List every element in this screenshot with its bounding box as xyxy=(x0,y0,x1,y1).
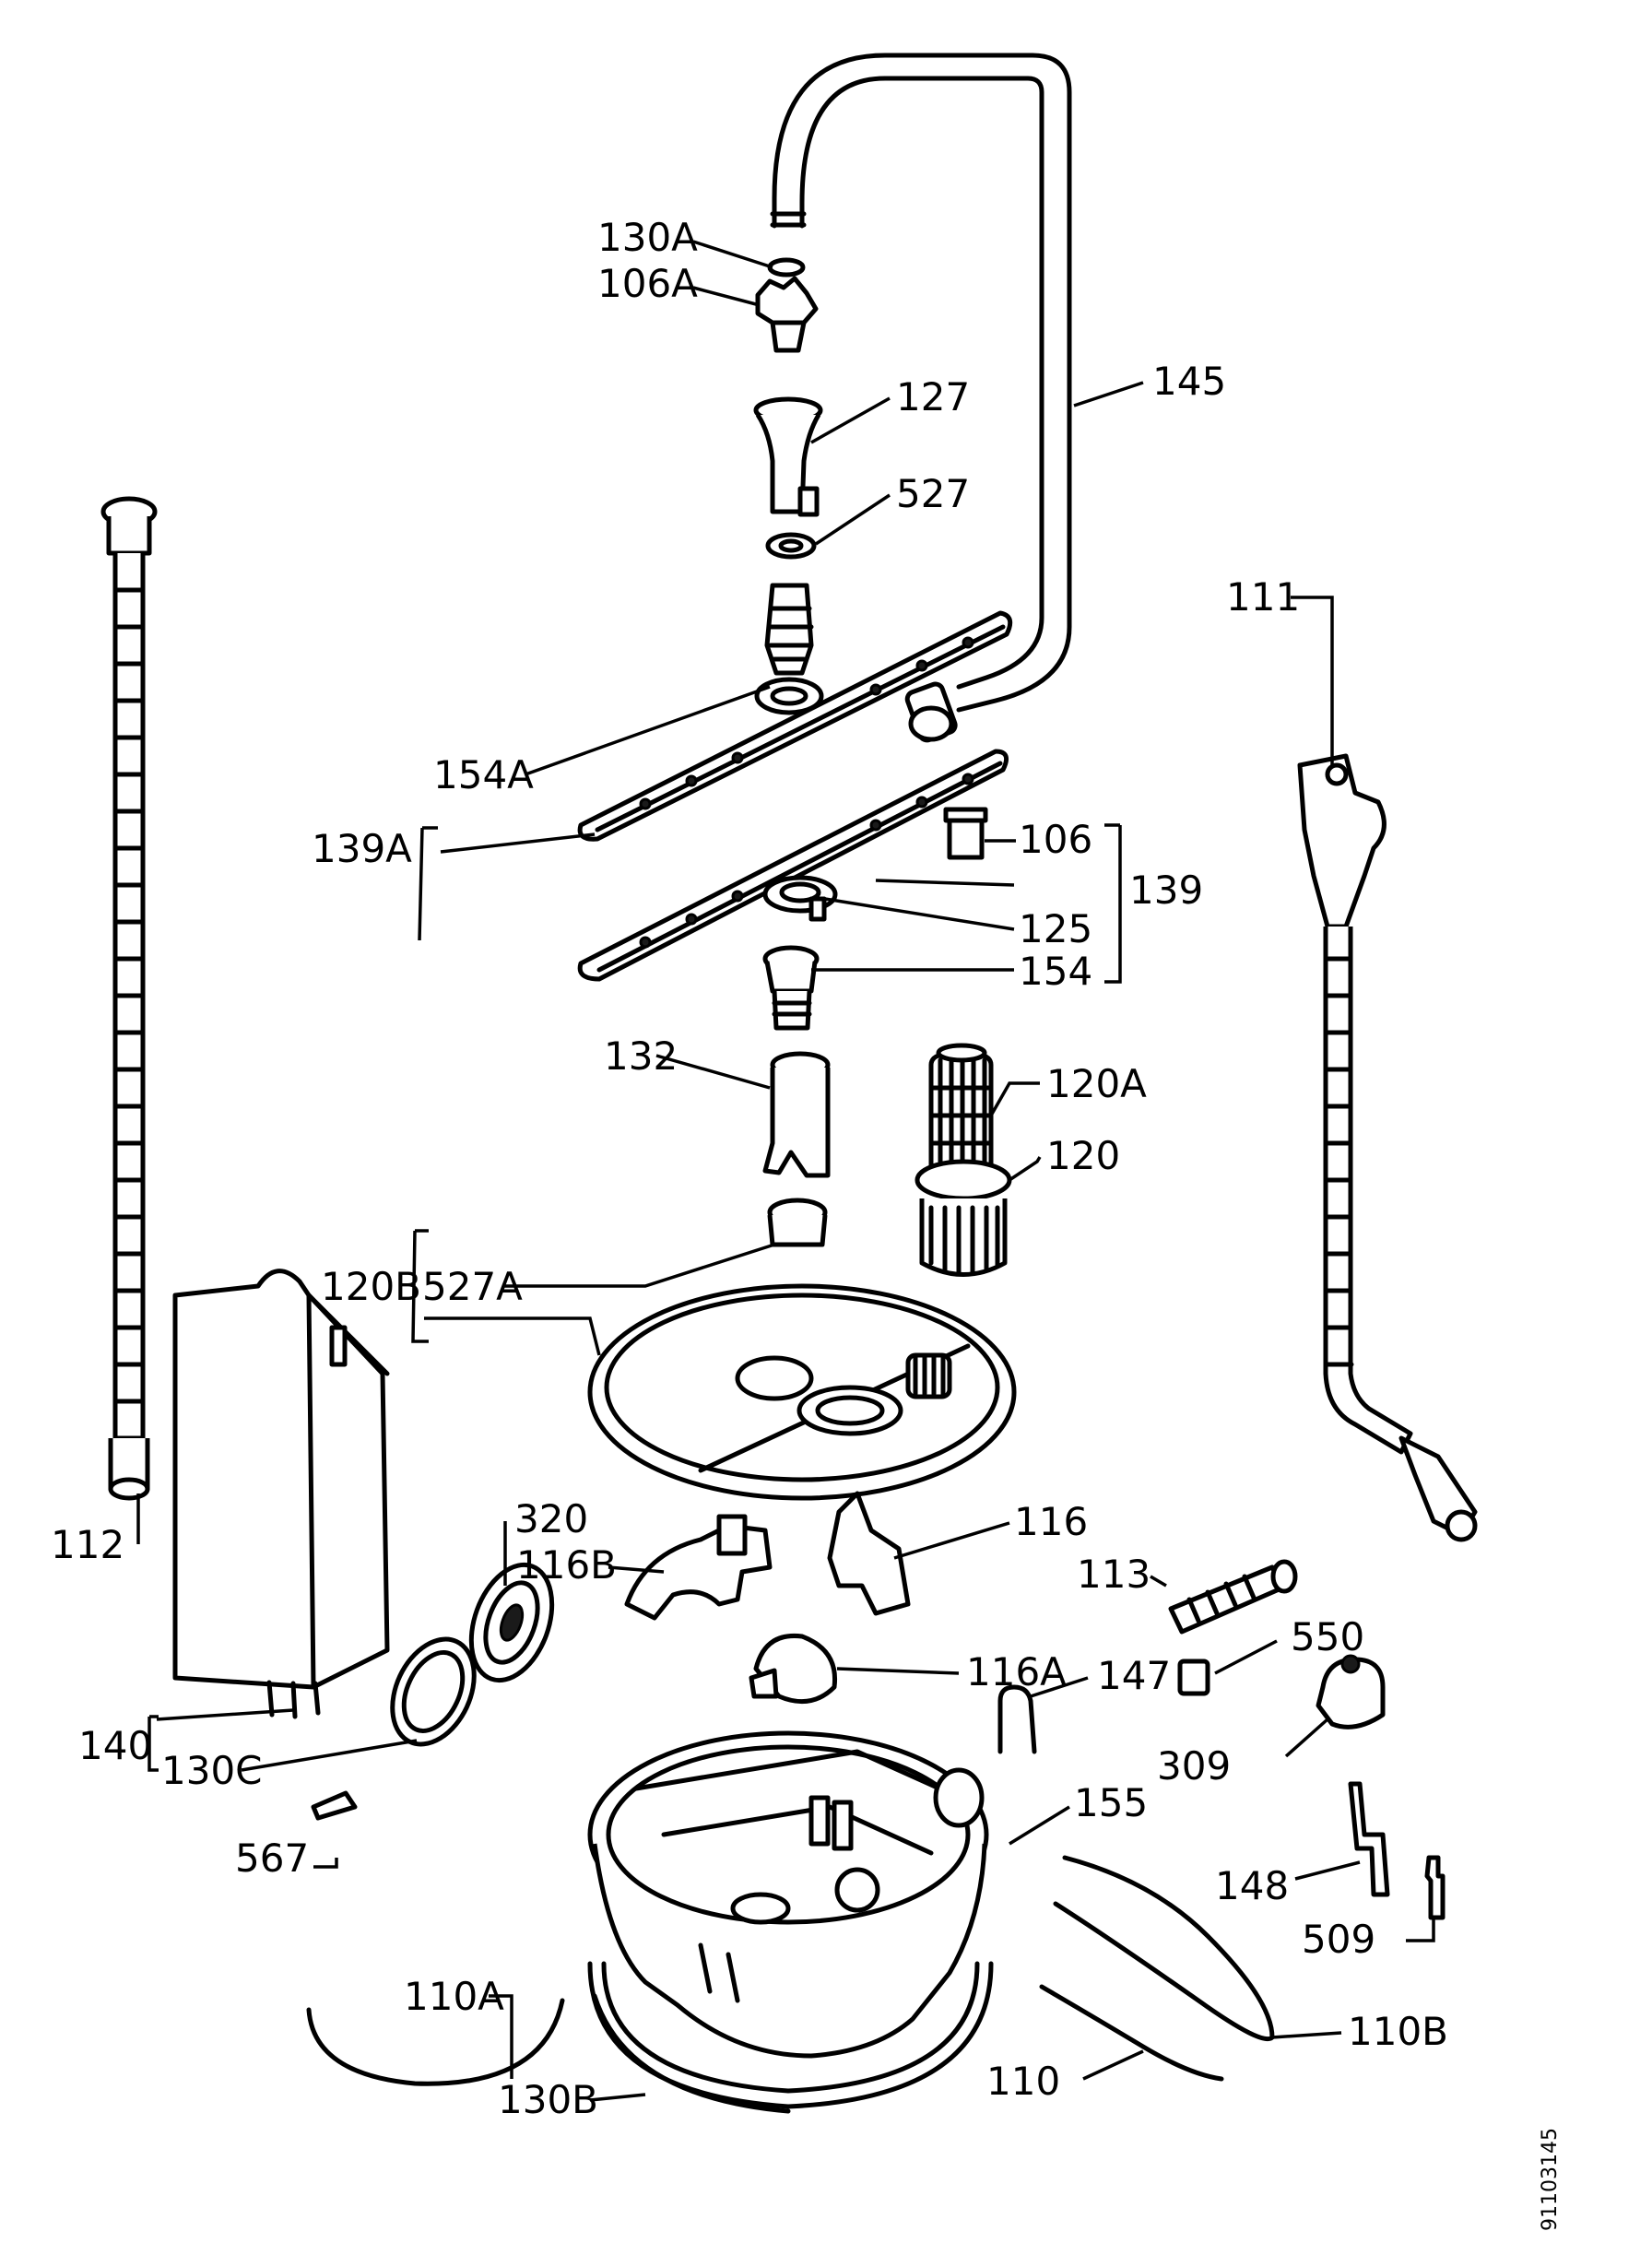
label-110A: 110A xyxy=(404,1974,504,2019)
label-148: 148 xyxy=(1215,1863,1289,1908)
label-120B: 120B xyxy=(321,1264,421,1309)
label-112: 112 xyxy=(51,1522,124,1567)
label-116: 116 xyxy=(1014,1499,1088,1544)
label-127: 127 xyxy=(896,374,970,419)
label-145: 145 xyxy=(1152,359,1226,404)
part-125-bearing xyxy=(762,875,838,922)
callout-labels: 130A 106A 127 145 527 111 154A 139A 106 … xyxy=(51,215,1448,2122)
part-130B-ring xyxy=(587,1961,994,2114)
label-155: 155 xyxy=(1074,1780,1148,1825)
label-527A: 527A xyxy=(422,1264,523,1309)
part-154A-spindle xyxy=(754,583,824,715)
label-110B: 110B xyxy=(1348,2009,1448,2054)
part-filter-plate xyxy=(587,1283,1017,1501)
label-140: 140 xyxy=(78,1723,152,1768)
part-567-clip xyxy=(311,1790,358,1821)
part-154-spindle xyxy=(762,945,820,1031)
part-110-hose xyxy=(1039,1984,1224,2082)
part-130A-o-ring xyxy=(767,257,806,277)
part-320-impeller xyxy=(468,1562,555,1683)
part-116B-bracket xyxy=(624,1514,773,1621)
label-139: 139 xyxy=(1129,868,1203,913)
label-110: 110 xyxy=(986,2059,1060,2104)
part-527-ring xyxy=(765,532,817,560)
part-111-drain-hose xyxy=(1297,753,1478,1542)
part-116-flap xyxy=(827,1491,911,1616)
part-145-spray-tube xyxy=(770,53,1072,743)
part-139A-upper-spray-arm xyxy=(577,610,1013,842)
label-132: 132 xyxy=(604,1033,678,1079)
part-527A-sleeve xyxy=(767,1198,828,1247)
part-116A-cap xyxy=(749,1633,838,1705)
label-130A: 130A xyxy=(597,215,698,260)
label-116A: 116A xyxy=(966,1649,1067,1694)
part-140-tank xyxy=(172,1269,390,1719)
label-106A: 106A xyxy=(597,261,698,306)
part-139-lower-spray-arm xyxy=(577,749,1009,982)
part-113-connector xyxy=(1168,1559,1298,1635)
label-567: 567 xyxy=(235,1836,309,1881)
label-116B: 116B xyxy=(516,1542,617,1588)
label-113: 113 xyxy=(1077,1552,1150,1597)
label-130B: 130B xyxy=(498,2077,598,2122)
part-127-connector xyxy=(753,396,823,517)
label-106: 106 xyxy=(1019,817,1092,862)
part-148-bracket xyxy=(1348,1781,1390,1897)
part-155-sump xyxy=(587,1730,989,2059)
label-509: 509 xyxy=(1302,1917,1375,1962)
label-527: 527 xyxy=(896,471,970,516)
part-132-tube xyxy=(762,1051,831,1178)
part-106A-nut xyxy=(755,276,819,353)
part-509-pin xyxy=(1424,1855,1446,1920)
label-130C: 130C xyxy=(161,1748,263,1793)
part-550-block xyxy=(1177,1659,1210,1696)
label-154A: 154A xyxy=(433,752,534,797)
part-112-inlet-hose xyxy=(100,496,158,1501)
label-111: 111 xyxy=(1226,574,1300,620)
label-120: 120 xyxy=(1046,1133,1120,1178)
label-147: 147 xyxy=(1097,1653,1171,1698)
label-125: 125 xyxy=(1019,906,1092,951)
label-550: 550 xyxy=(1291,1614,1364,1659)
part-147-wire xyxy=(997,1684,1037,1754)
label-320: 320 xyxy=(514,1496,588,1541)
part-120-coarse-filter xyxy=(914,1159,1012,1277)
label-120A: 120A xyxy=(1046,1061,1147,1106)
label-309: 309 xyxy=(1157,1743,1231,1788)
leader-lines xyxy=(136,240,1435,2102)
drawing-code: 91103145 xyxy=(1539,2128,1562,2231)
part-110A-hose xyxy=(306,1998,565,2086)
part-309-cup xyxy=(1316,1654,1386,1729)
part-106-clip xyxy=(943,807,988,860)
label-139A: 139A xyxy=(312,826,412,871)
label-154: 154 xyxy=(1019,949,1092,994)
